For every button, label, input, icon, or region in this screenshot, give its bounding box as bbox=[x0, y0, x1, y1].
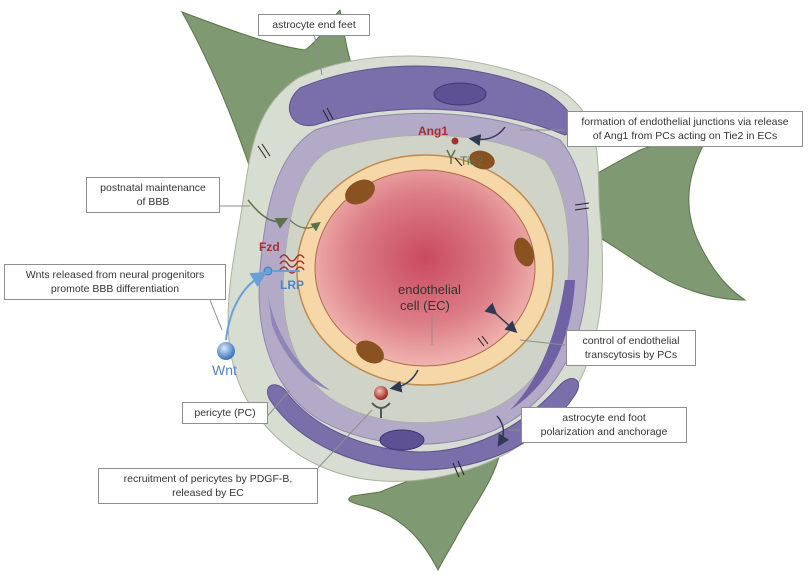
callout-control-transcytosis: control of endothelial transcytosis by P… bbox=[566, 330, 696, 366]
ang1-icon bbox=[452, 138, 459, 145]
callout-astrocyte-polarization: astrocyte end foot polarization and anch… bbox=[521, 407, 687, 443]
label-endothelial: endothelial bbox=[398, 282, 461, 297]
pdgfb-icon bbox=[374, 386, 388, 400]
label-cell-ec: cell (EC) bbox=[400, 298, 450, 313]
lrp-receptor-icon bbox=[264, 267, 272, 275]
label-fzd: Fzd bbox=[259, 240, 280, 254]
label-lrp: LRP bbox=[280, 278, 304, 292]
callout-recruitment-pericytes: recruitment of pericytes by PDGF-B, rele… bbox=[98, 468, 318, 504]
label-tie2: Tie2 bbox=[460, 154, 483, 168]
astrocyte-nucleus-bottom bbox=[380, 430, 424, 450]
label-ang1: Ang1 bbox=[418, 124, 448, 138]
label-wnt: Wnt bbox=[212, 362, 237, 378]
callout-astrocyte-end-feet: astrocyte end feet bbox=[258, 14, 370, 36]
callout-wnts-released: Wnts released from neural progenitors pr… bbox=[4, 264, 226, 300]
astrocyte-nucleus-top bbox=[434, 83, 486, 105]
wnt-ligand-icon bbox=[217, 342, 235, 360]
callout-pericyte: pericyte (PC) bbox=[182, 402, 268, 424]
callout-endothelial-junctions: formation of endothelial junctions via r… bbox=[567, 111, 803, 147]
callout-postnatal-maintenance: postnatal maintenance of BBB bbox=[86, 177, 220, 213]
